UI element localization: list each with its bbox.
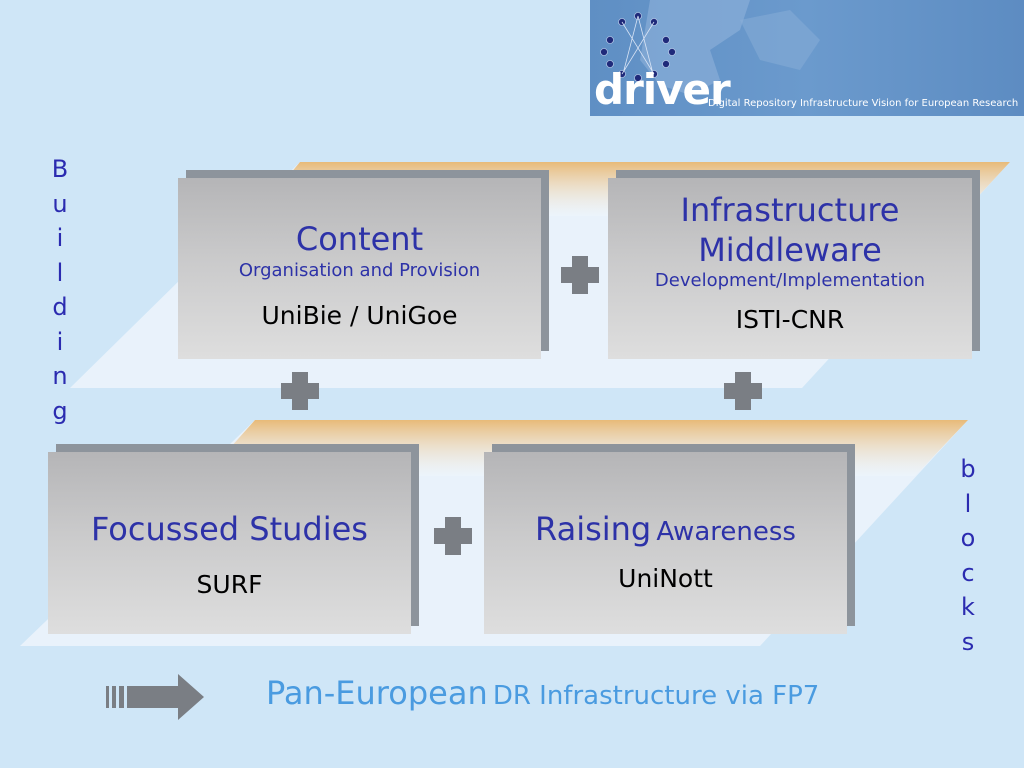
right-arrow-icon: [106, 674, 204, 720]
footer-rest-text: DR Infrastructure via FP7: [492, 681, 820, 711]
plus-icon: [561, 256, 599, 294]
infrastructure-subtitle: Development/Implementation: [654, 270, 926, 291]
europe-map-graphic: [600, 0, 820, 95]
banner-tagline: Digital Repository Infrastructure Vision…: [708, 98, 1019, 109]
driver-logo: driver: [594, 65, 731, 114]
content-subtitle: Organisation and Provision: [238, 260, 481, 281]
star-circle-icon: [600, 12, 676, 82]
content-partner: UniBie / UniGoe: [261, 301, 458, 330]
box-content: Content Organisation and Provision UniBi…: [178, 178, 541, 359]
studies-partner: SURF: [196, 570, 263, 599]
awareness-partner: UniNott: [618, 564, 713, 593]
box-studies: Focussed Studies SURF: [48, 452, 411, 634]
studies-title: Focussed Studies: [91, 510, 368, 548]
infrastructure-partner: ISTI-CNR: [735, 305, 845, 334]
plus-icon: [281, 372, 319, 410]
box-awareness: Raising Awareness UniNott: [484, 452, 847, 634]
content-title: Content: [295, 220, 424, 258]
footer-main-text: Pan-European: [266, 674, 488, 712]
infrastructure-title: Infrastructure Middleware: [680, 191, 900, 269]
footer-statement: Pan-European DR Infrastructure via FP7: [266, 674, 819, 712]
plus-icon: [434, 517, 472, 555]
header-banner: driver Digital Repository Infrastructure…: [590, 0, 1024, 116]
plus-icon: [724, 372, 762, 410]
box-infrastructure: Infrastructure Middleware Development/Im…: [608, 178, 972, 359]
awareness-title: Raising Awareness: [535, 510, 796, 548]
